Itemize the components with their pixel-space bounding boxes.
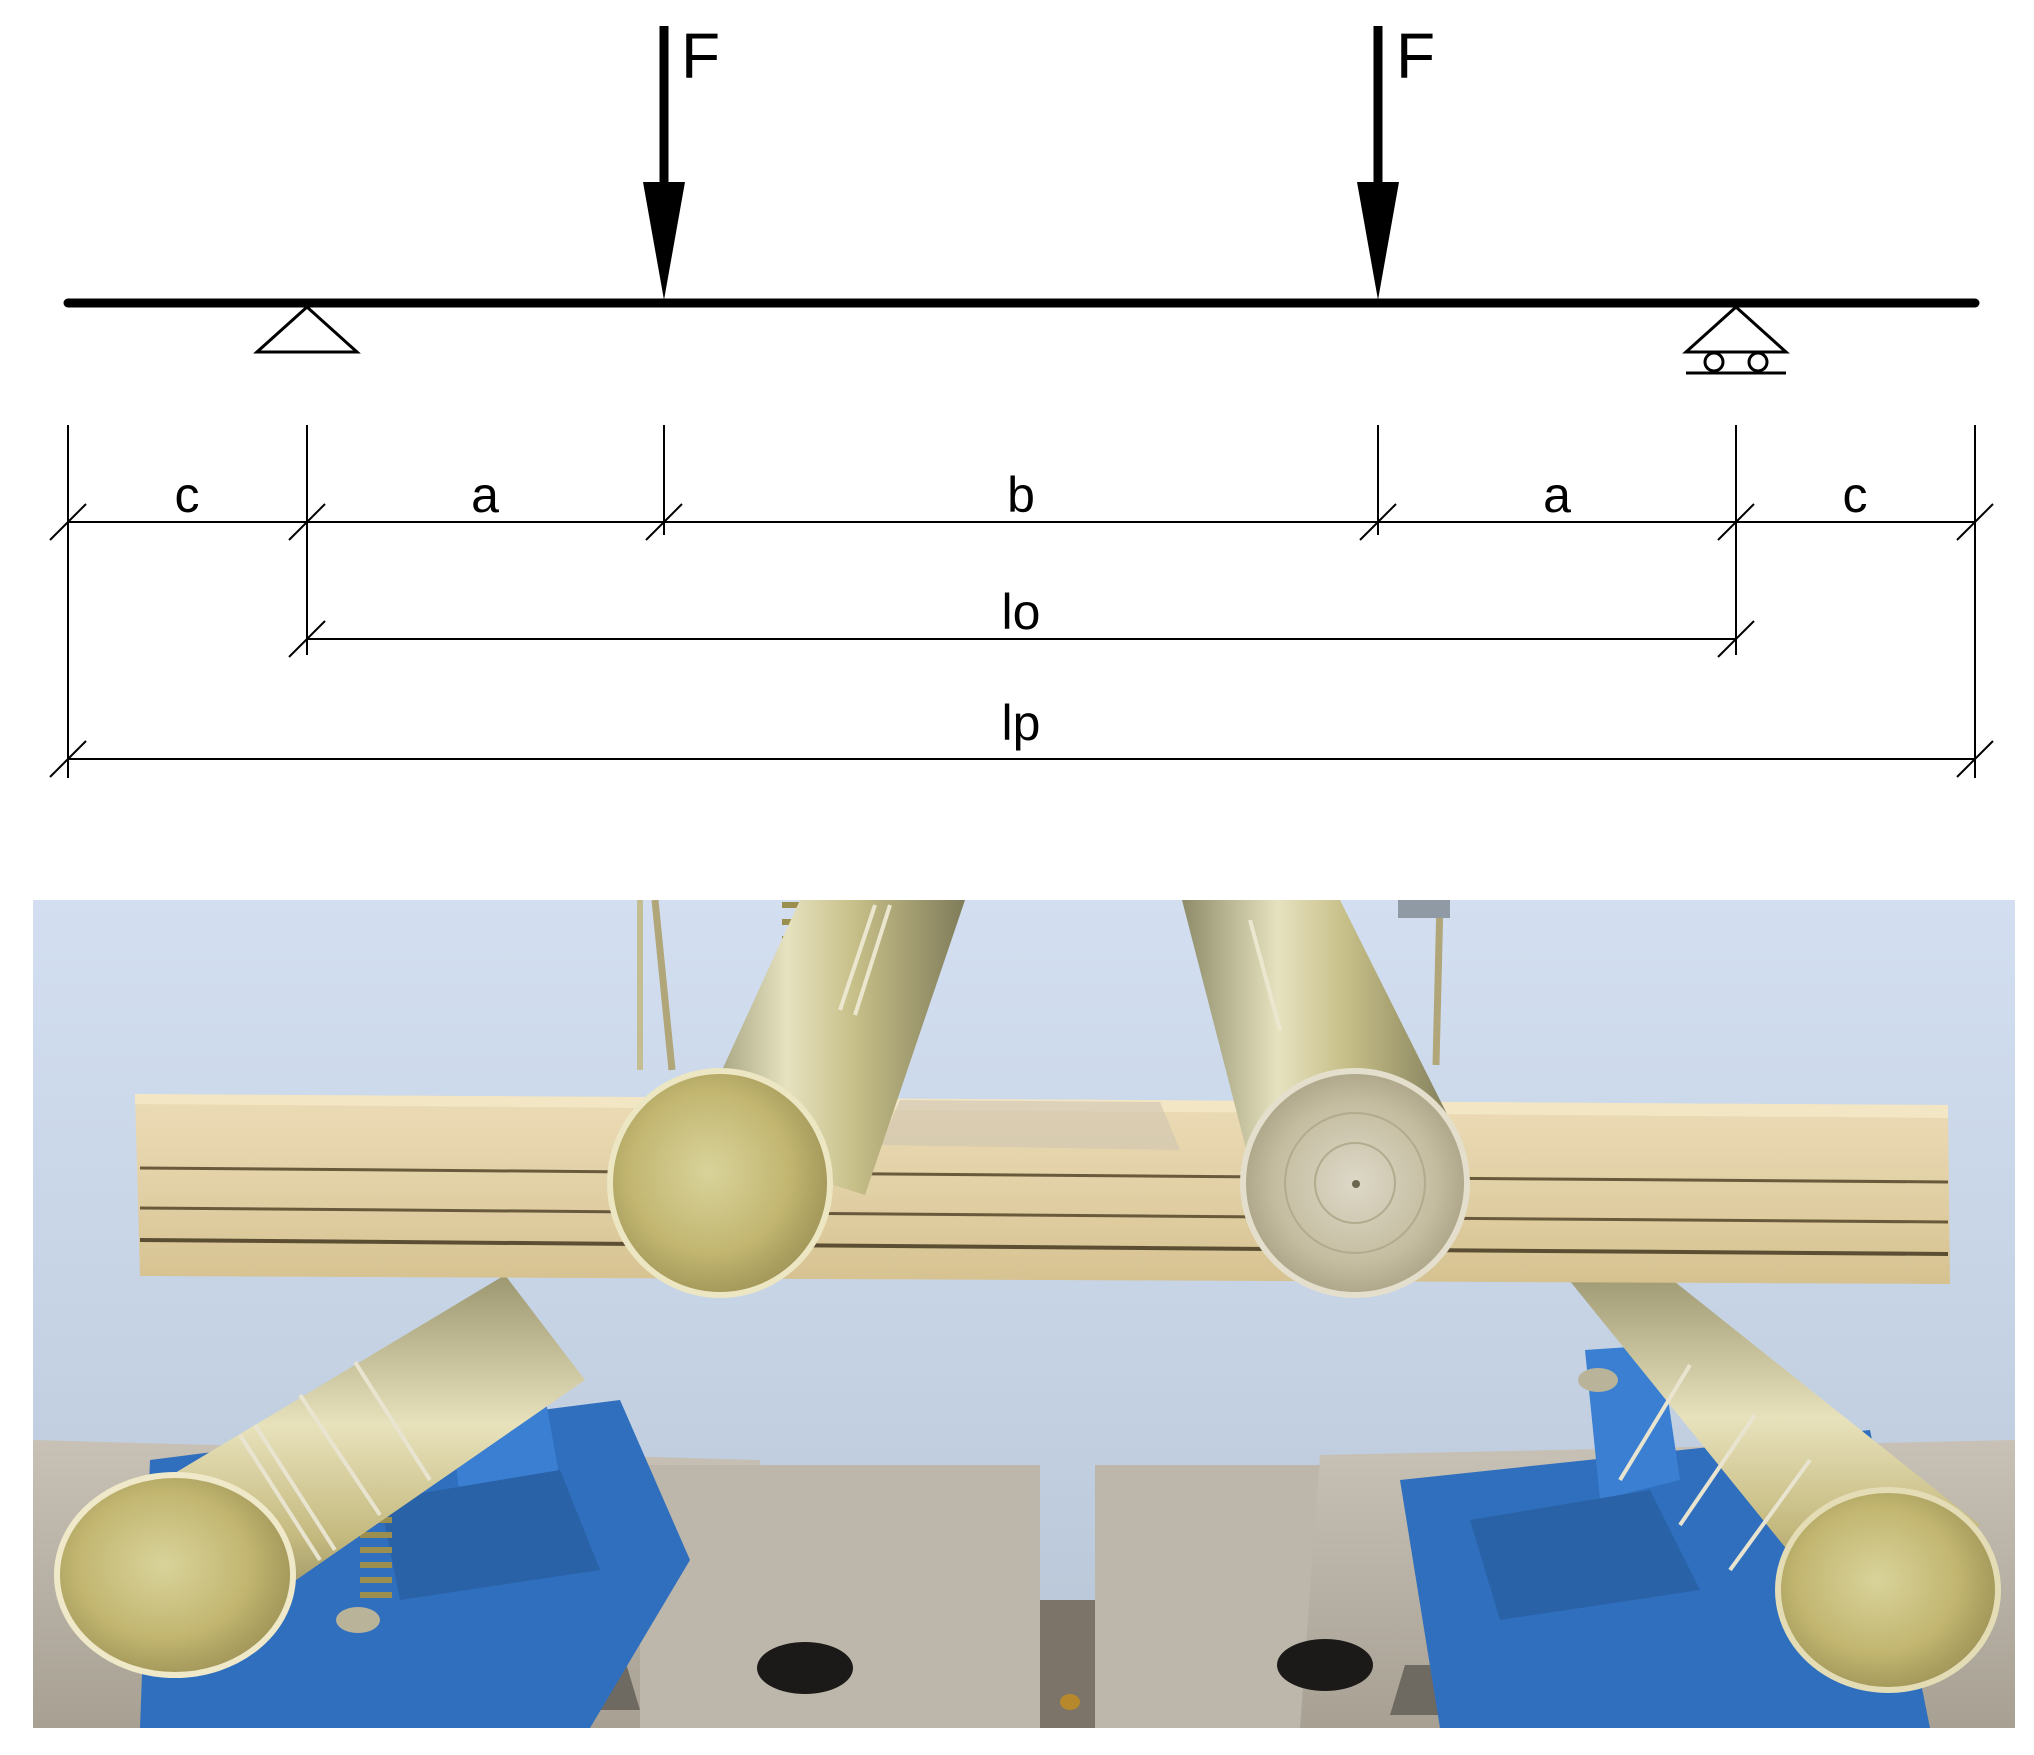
dimension-row-total xyxy=(49,740,1994,778)
dimension-row-span xyxy=(288,620,1755,658)
loading-rod-right xyxy=(1182,900,1470,1298)
support-roller-right xyxy=(1565,1270,2001,1693)
load-label-right: F xyxy=(1396,20,1435,92)
wood-beam xyxy=(135,1094,1950,1284)
loading-rod-cap xyxy=(607,1068,833,1298)
load-label-left: F xyxy=(681,20,720,92)
dim-label-b: b xyxy=(1007,467,1035,523)
load-arrow-right xyxy=(1357,26,1399,300)
test-photo xyxy=(33,900,2015,1728)
dim-label-a-right: a xyxy=(1543,467,1571,523)
dim-label-a-left: a xyxy=(471,467,499,523)
beam-schematic: F F c a b a c xyxy=(49,20,1994,778)
dimension-row-segments xyxy=(49,503,1994,541)
roller-end-cap xyxy=(1775,1487,2001,1693)
extension-lines xyxy=(67,425,1976,778)
dim-label-c-right: c xyxy=(1843,467,1868,523)
dim-label-lp: lp xyxy=(1002,695,1041,751)
support-roller-left xyxy=(54,1275,585,1678)
pinned-support-icon xyxy=(253,304,361,354)
dim-label-c-left: c xyxy=(175,467,200,523)
dim-label-lo: lo xyxy=(1002,584,1041,640)
roller-end-cap xyxy=(54,1472,296,1678)
load-arrow-left xyxy=(643,26,685,300)
roller-support-icon xyxy=(1682,304,1790,375)
loading-rod-left xyxy=(607,900,965,1298)
